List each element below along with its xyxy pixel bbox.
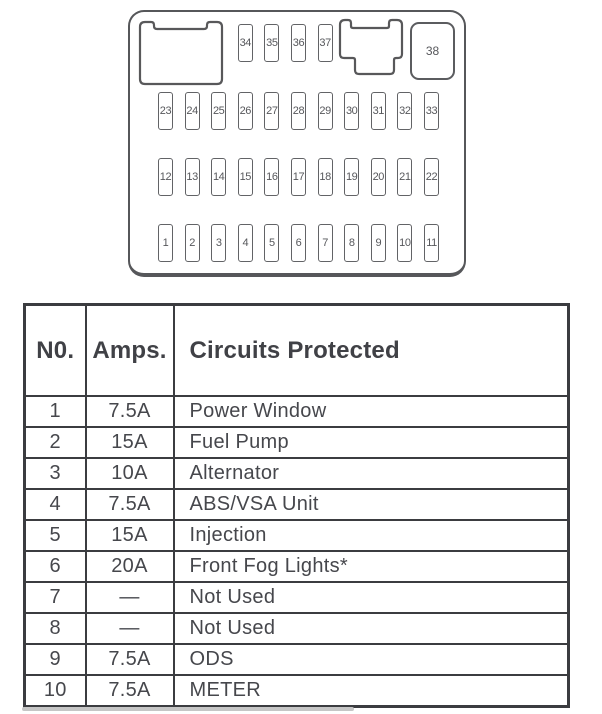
fuse-37: 37 bbox=[317, 24, 333, 62]
fuse-28: 28 bbox=[291, 92, 306, 130]
cell-circuit: Fuel Pump bbox=[172, 426, 570, 459]
fuse-2: 2 bbox=[184, 224, 200, 262]
fuse-18: 18 bbox=[317, 158, 333, 196]
cell-no: 4 bbox=[23, 488, 87, 521]
cell-amps: — bbox=[84, 581, 175, 614]
fuse-21: 21 bbox=[397, 158, 413, 196]
cell-no: 7 bbox=[23, 581, 87, 614]
fuse-15: 15 bbox=[237, 158, 253, 196]
fuse-7: 7 bbox=[317, 224, 333, 262]
cell-amps: 7.5A bbox=[84, 643, 175, 676]
cell-amps: 15A bbox=[84, 519, 175, 552]
fuse-1: 1 bbox=[158, 224, 173, 262]
fuse-35: 35 bbox=[264, 24, 280, 62]
cell-no: 2 bbox=[23, 426, 87, 459]
fuse-10: 10 bbox=[397, 224, 413, 262]
fuse-16: 16 bbox=[264, 158, 280, 196]
cell-amps: 15A bbox=[84, 426, 175, 459]
fuse-36: 36 bbox=[291, 24, 306, 62]
fuse-23: 23 bbox=[158, 92, 173, 130]
table-row: 7—Not Used bbox=[23, 581, 570, 614]
fuse-3: 3 bbox=[211, 224, 227, 262]
cell-amps: 20A bbox=[84, 550, 175, 583]
cell-no: 5 bbox=[23, 519, 87, 552]
fuse-17: 17 bbox=[291, 158, 306, 196]
fuse-19: 19 bbox=[344, 158, 360, 196]
cell-circuit: Alternator bbox=[172, 457, 570, 490]
cell-amps: 7.5A bbox=[84, 395, 175, 428]
cell-amps: 7.5A bbox=[84, 674, 175, 708]
fuse-8: 8 bbox=[344, 224, 360, 262]
fuse-30: 30 bbox=[344, 92, 360, 130]
fuse-14: 14 bbox=[211, 158, 227, 196]
cell-amps: — bbox=[84, 612, 175, 645]
fuse-38-label: 38 bbox=[425, 44, 440, 58]
cell-circuit: Injection bbox=[172, 519, 570, 552]
cell-no: 1 bbox=[23, 395, 87, 428]
table-header-row: N0. Amps. Circuits Protected bbox=[23, 303, 570, 397]
fuse-24: 24 bbox=[184, 92, 200, 130]
cell-circuit: Front Fog Lights* bbox=[172, 550, 570, 583]
cell-no: 9 bbox=[23, 643, 87, 676]
cell-no: 3 bbox=[23, 457, 87, 490]
cell-amps: 7.5A bbox=[84, 488, 175, 521]
fuse-12: 12 bbox=[158, 158, 173, 196]
fuse-32: 32 bbox=[397, 92, 413, 130]
cell-no: 6 bbox=[23, 550, 87, 583]
cell-circuit: ABS/VSA Unit bbox=[172, 488, 570, 521]
cell-no: 8 bbox=[23, 612, 87, 645]
table-row: 8—Not Used bbox=[23, 612, 570, 645]
header-no: N0. bbox=[23, 303, 87, 397]
fuse-31: 31 bbox=[370, 92, 386, 130]
cell-no: 10 bbox=[23, 674, 87, 708]
fuse-9: 9 bbox=[370, 224, 386, 262]
fuse-13: 13 bbox=[184, 158, 200, 196]
cell-circuit: ODS bbox=[172, 643, 570, 676]
fuse-6: 6 bbox=[291, 224, 306, 262]
fuse-27: 27 bbox=[264, 92, 280, 130]
relay-connector-left-icon bbox=[138, 20, 224, 86]
header-circuits: Circuits Protected bbox=[172, 303, 570, 397]
header-amps: Amps. bbox=[84, 303, 175, 397]
fuse-29: 29 bbox=[317, 92, 333, 130]
fuse-22: 22 bbox=[424, 158, 439, 196]
connector-middle-icon bbox=[338, 18, 404, 76]
fuse-4: 4 bbox=[237, 224, 253, 262]
scan-artifact bbox=[22, 707, 354, 711]
cell-circuit: Power Window bbox=[172, 395, 570, 428]
fuse-26: 26 bbox=[237, 92, 253, 130]
cell-circuit: METER bbox=[172, 674, 570, 708]
fuse-33: 33 bbox=[424, 92, 439, 130]
fuse-38: 38 bbox=[410, 22, 455, 80]
cell-amps: 10A bbox=[84, 457, 175, 490]
fuse-25: 25 bbox=[211, 92, 227, 130]
fuse-20: 20 bbox=[370, 158, 386, 196]
fuse-11: 11 bbox=[424, 224, 439, 262]
cell-circuit: Not Used bbox=[172, 581, 570, 614]
fuse-34: 34 bbox=[237, 24, 253, 62]
fuse-5: 5 bbox=[264, 224, 280, 262]
cell-circuit: Not Used bbox=[172, 612, 570, 645]
